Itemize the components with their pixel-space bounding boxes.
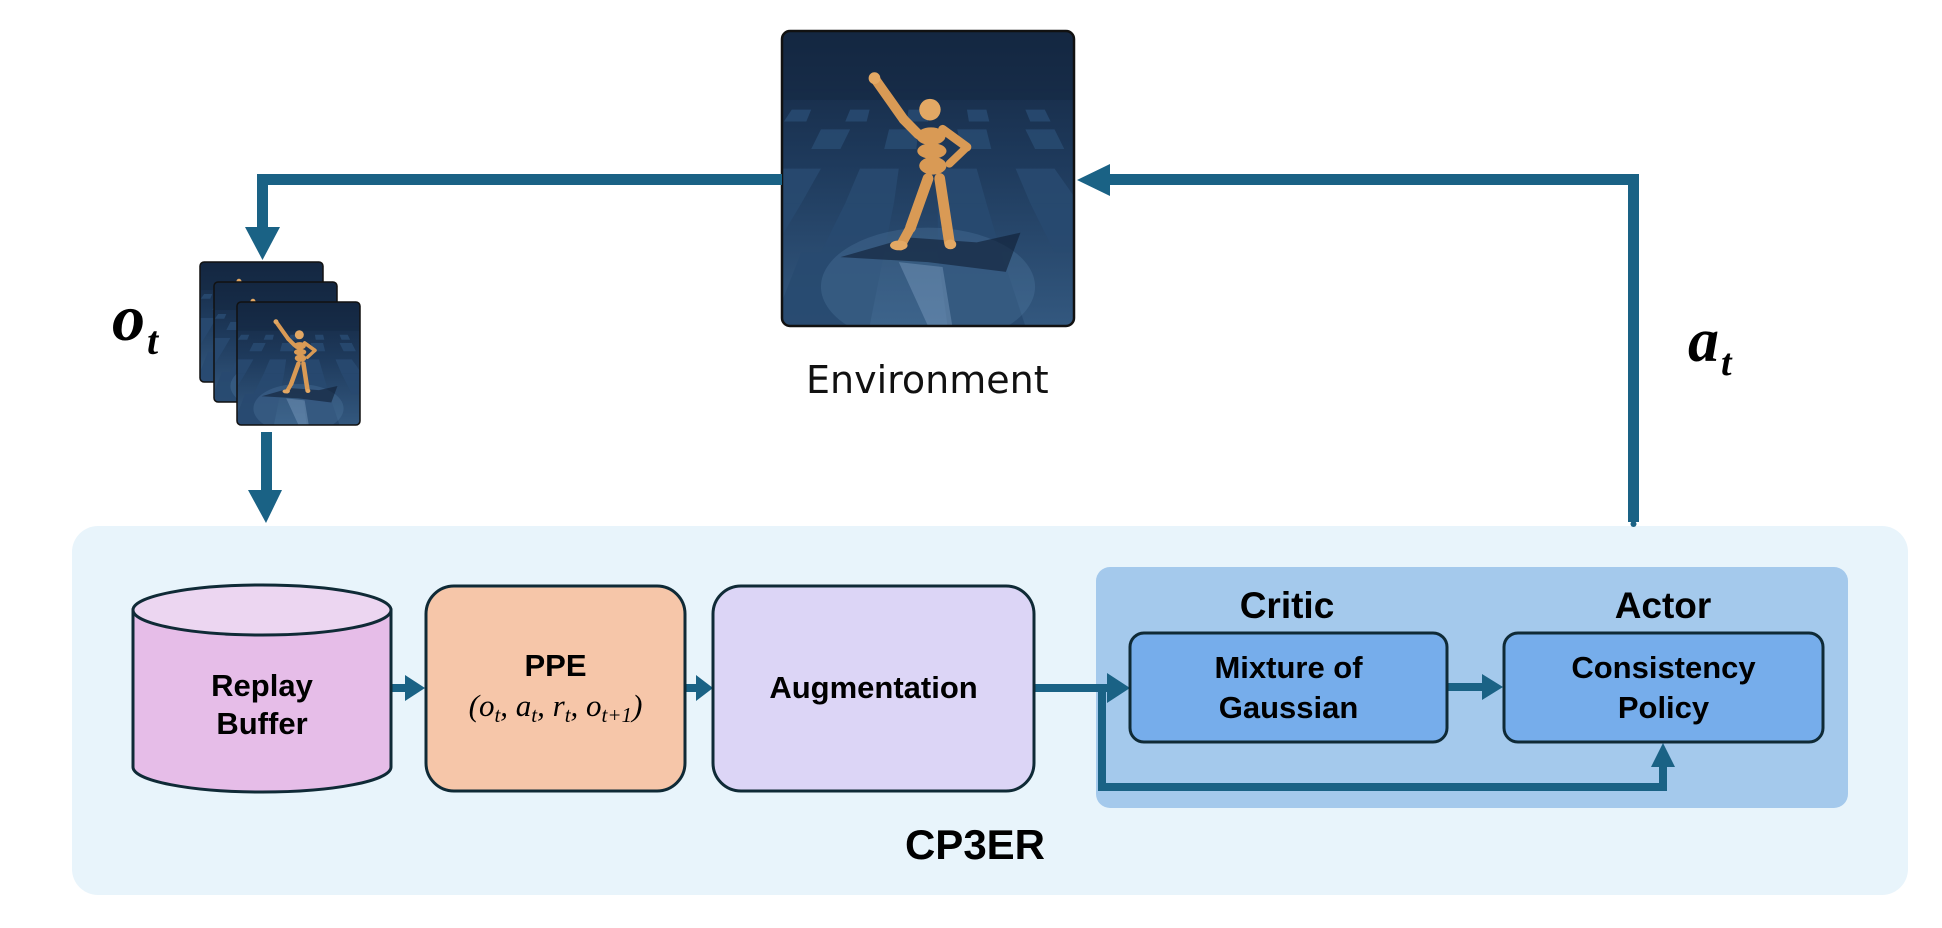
tuple-item-o-next: o — [586, 687, 602, 723]
observation-symbol-subscript: t — [147, 318, 159, 363]
action-symbol-subscript: t — [1721, 342, 1732, 384]
action-symbol-base: a — [1688, 307, 1719, 375]
replay-buffer-cylinder — [131, 583, 393, 794]
obs-to-panel-arrow — [248, 432, 282, 523]
observation-symbol-base: o — [112, 282, 145, 355]
replay-to-ppe-arrow — [392, 675, 425, 701]
observation-symbol: ot — [112, 286, 159, 364]
consistency-policy-label: Consistency Policy — [1504, 642, 1823, 734]
ppe-label: PPE (ot, at, rt, ot+1) — [426, 640, 685, 740]
ppe-title: PPE — [524, 647, 587, 683]
replay-buffer-line2: Buffer — [216, 706, 308, 741]
tuple-subscript: t+1 — [601, 702, 633, 727]
actor-heading: Actor — [1614, 585, 1712, 626]
action-arrow — [1077, 164, 1639, 522]
mixture-of-gaussian-box — [1128, 631, 1449, 744]
actor-line2: Policy — [1617, 690, 1710, 725]
critic-heading: Critic — [1239, 585, 1335, 626]
mixture-of-gaussian-label: Mixture of Gaussian — [1130, 642, 1447, 734]
tuple-subscript: t — [531, 702, 538, 727]
ppe-tuple: (ot, at, rt, ot+1) — [468, 687, 643, 727]
critic-line2: Gaussian — [1218, 690, 1359, 725]
critic-to-actor-arrow — [1447, 674, 1503, 700]
tuple-item-a: a — [515, 687, 532, 723]
action-arrow-origin — [1630, 521, 1637, 527]
tuple-item-r: r — [552, 687, 565, 723]
augmentation-box — [711, 584, 1036, 793]
action-symbol: at — [1688, 307, 1732, 384]
observation-frame-3 — [236, 301, 361, 426]
cp3er-title: CP3ER — [904, 821, 1046, 868]
replay-buffer-label: Replay Buffer — [133, 650, 391, 760]
ppe-to-aug-arrow — [686, 675, 713, 701]
aug-to-critic-arrow — [1034, 673, 1130, 703]
environment-label: Environment — [806, 358, 1049, 402]
tuple-subscript: t — [564, 702, 571, 727]
environment-image — [714, 31, 1113, 346]
ppe-box — [424, 584, 687, 793]
consistency-policy-box — [1502, 631, 1825, 744]
replay-buffer-line1: Replay — [211, 668, 313, 703]
tuple-subscript: t — [494, 702, 501, 727]
critic-line1: Mixture of — [1214, 650, 1363, 685]
tuple-item-o: o — [478, 687, 495, 723]
env-to-obs-arrow — [245, 174, 782, 260]
actor-line1: Consistency — [1571, 650, 1756, 685]
augmentation-label: Augmentation — [769, 670, 978, 705]
